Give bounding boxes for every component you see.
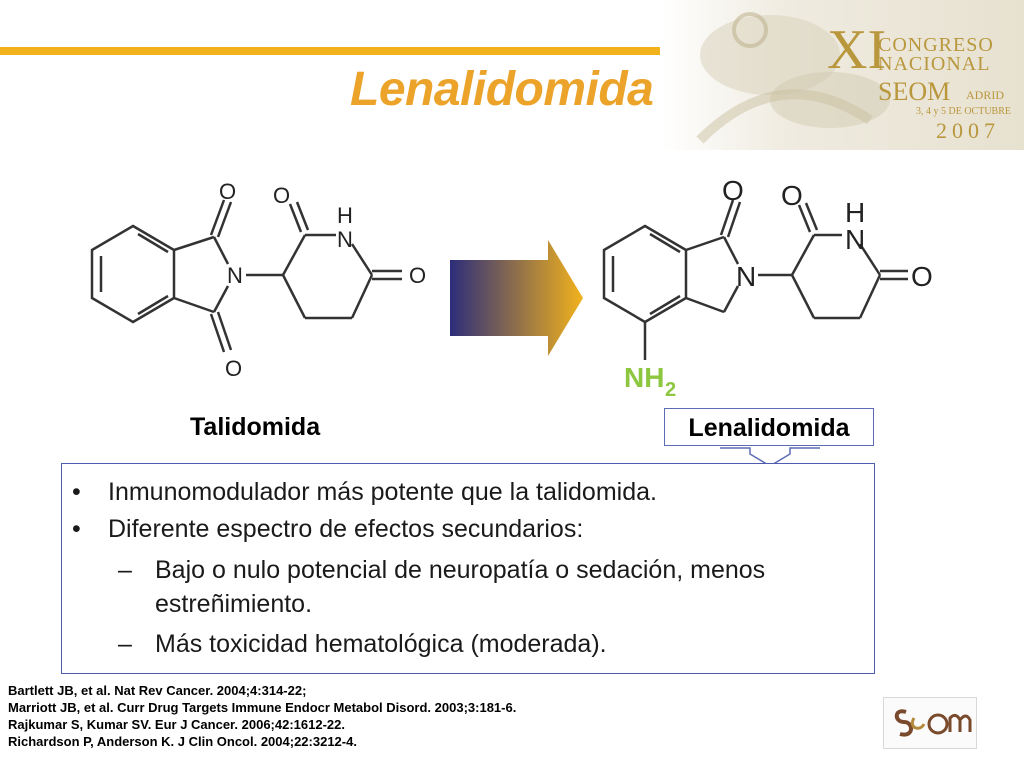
thalidomide-structure xyxy=(90,199,402,353)
lenalidomide-structure xyxy=(602,199,908,360)
bullet-text-2: Diferente espectro de efectos secundario… xyxy=(108,515,584,543)
congress-line2: NACIONAL xyxy=(878,53,991,75)
dash-marker: – xyxy=(118,556,132,584)
lenalidomide-amine-group: NH 2 xyxy=(624,362,676,401)
lenalidomide-oxygen-top2: O xyxy=(781,180,803,211)
chemical-structures: O O H N N O O O O H N N xyxy=(90,175,933,401)
thalidomide-nitrogen-imide: N xyxy=(227,263,243,288)
thalidomide-atom-labels: O O H N N O O xyxy=(219,179,426,381)
lenalidomide-atom-labels: O O H N N O xyxy=(722,175,933,292)
thalidomide-name-label: Talidomida xyxy=(190,413,321,441)
congress-seom: SEOM xyxy=(878,77,951,106)
seom-logo xyxy=(883,697,977,749)
lenalidomide-nitrogen-imide: N xyxy=(736,261,756,292)
bullet-marker: • xyxy=(72,478,81,506)
congress-line1: CONGRESO xyxy=(878,34,994,56)
congress-dates: 3, 4 y 5 DE OCTUBRE xyxy=(916,106,1011,117)
lenalidomide-hydrogen: H xyxy=(845,197,865,228)
bullet-marker: • xyxy=(72,515,81,543)
thalidomide-oxygen-top2: O xyxy=(273,183,290,208)
thalidomide-hydrogen: H xyxy=(337,203,353,228)
sub-bullet-text-1: Bajo o nulo potencial de neuropatía o se… xyxy=(155,556,766,618)
lenalidomide-oxygen-right: O xyxy=(911,261,933,292)
reaction-arrow xyxy=(450,240,583,356)
info-box xyxy=(61,463,875,674)
dash-marker: – xyxy=(118,630,132,658)
references-list: Bartlett JB, et al. Nat Rev Cancer. 2004… xyxy=(8,682,516,750)
thalidomide-oxygen-right: O xyxy=(409,263,426,288)
lenalidomide-amine: NH xyxy=(624,362,664,393)
thalidomide-oxygen-bottom: O xyxy=(225,356,242,381)
thalidomide-oxygen-top: O xyxy=(219,179,236,204)
reference-item: Marriott JB, et al. Curr Drug Targets Im… xyxy=(8,700,517,715)
reference-item: Richardson P, Anderson K. J Clin Oncol. … xyxy=(8,734,357,749)
thalidomide-nitrogen-ring: N xyxy=(337,227,353,252)
congress-year: 2007 xyxy=(936,118,1000,143)
lenalidomide-oxygen-top: O xyxy=(722,175,744,206)
reference-item: Bartlett JB, et al. Nat Rev Cancer. 2004… xyxy=(8,683,307,698)
congress-city: ADRID xyxy=(966,88,1004,102)
lenalidomide-nitrogen-ring: N xyxy=(845,224,865,255)
slide-title: Lenalidomida xyxy=(350,63,654,116)
sub-bullet-text-2: Más toxicidad hematológica (moderada). xyxy=(155,630,607,658)
lenalidomide-name-label: Lenalidomida xyxy=(664,408,874,446)
bullet-text-1: Inmunomodulador más potente que la talid… xyxy=(108,478,657,506)
congress-banner-graphic xyxy=(660,0,1024,150)
congress-roman-numeral: XI xyxy=(827,19,887,81)
reference-item: Rajkumar S, Kumar SV. Eur J Cancer. 2006… xyxy=(8,717,345,732)
lenalidomide-amine-subscript: 2 xyxy=(665,379,676,401)
title-accent-line xyxy=(0,47,800,55)
